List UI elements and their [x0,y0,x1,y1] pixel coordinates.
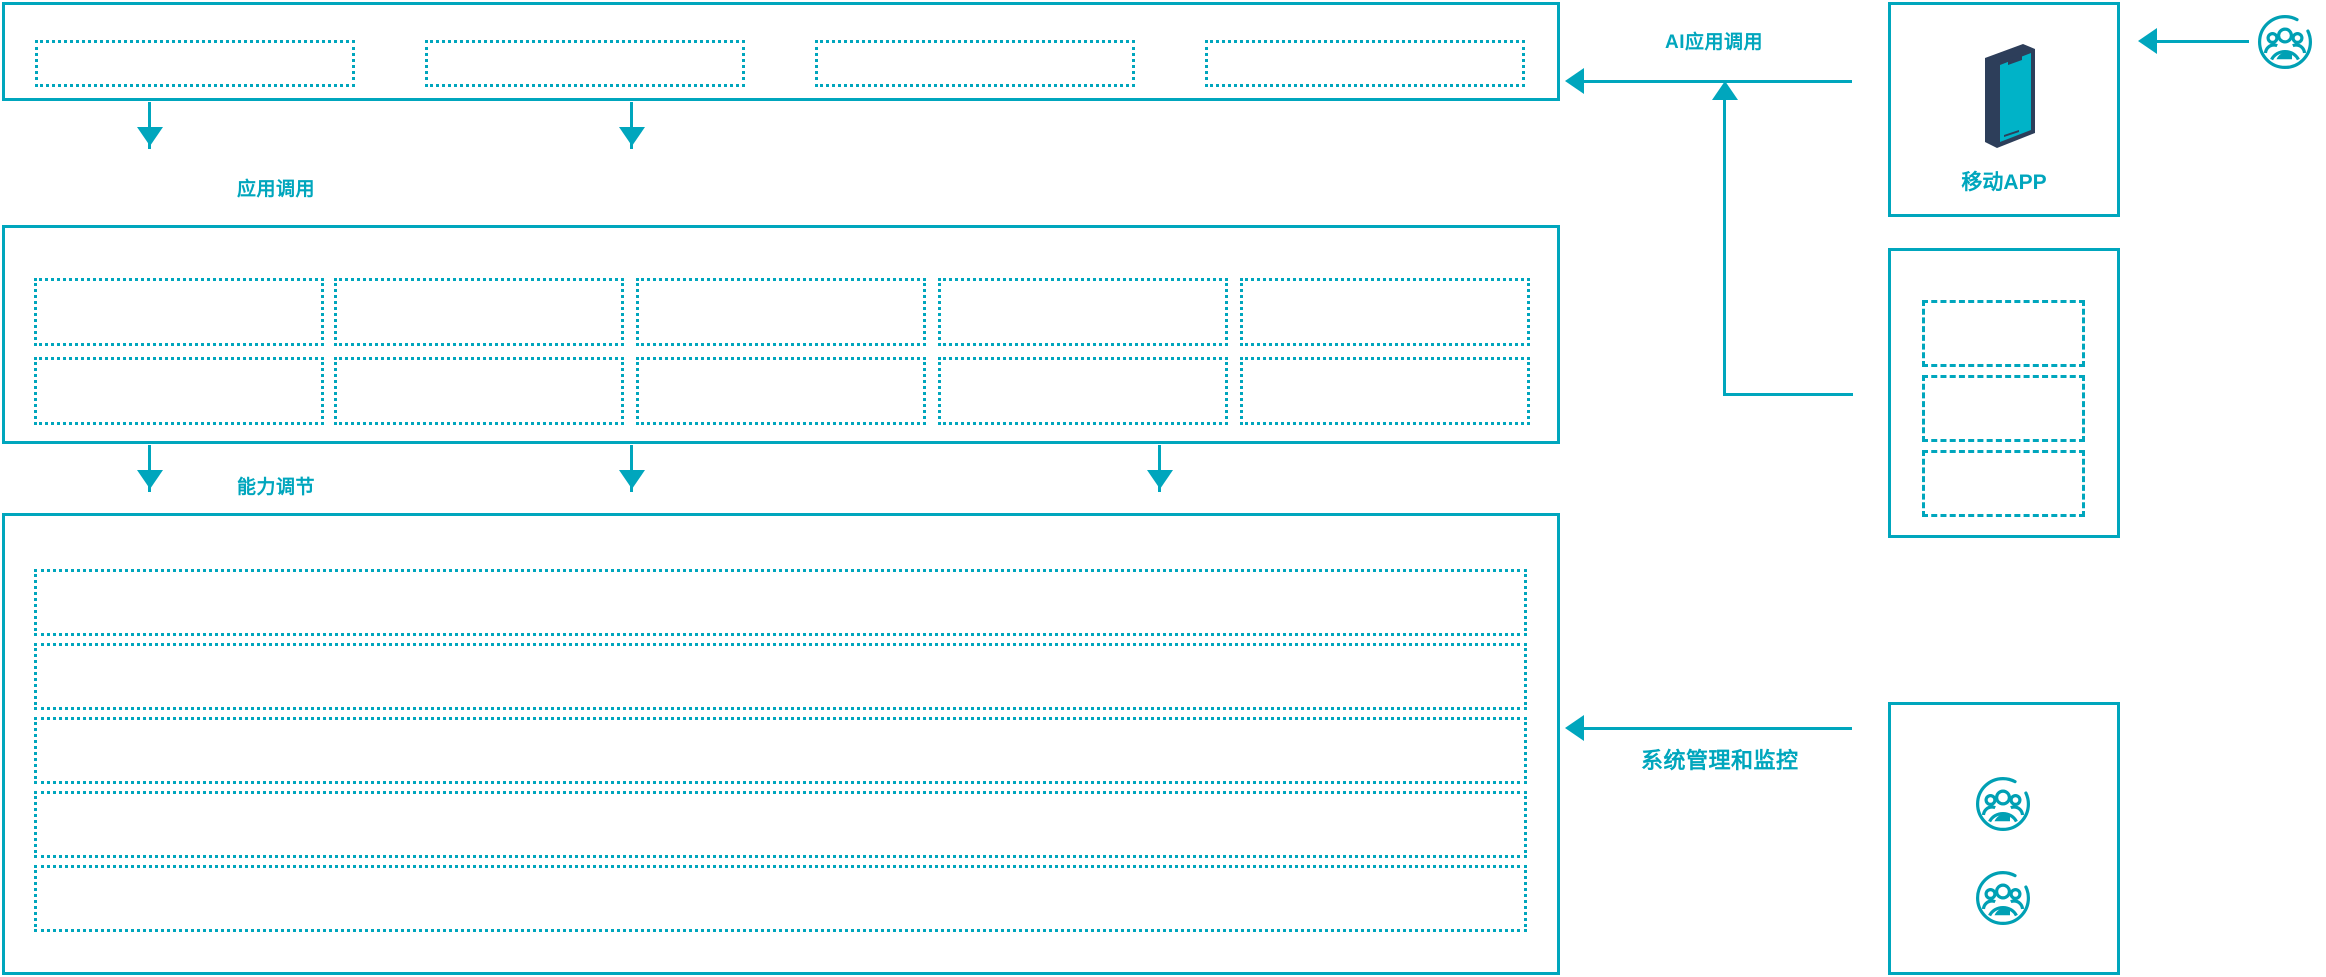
application-call-arrow-right [619,127,645,146]
capability-cell-5-2[interactable] [1240,357,1530,425]
end-user-to-app-arrow [2138,28,2157,54]
capability-tuning-label: 能力调节 [237,477,316,498]
end-user-to-app-line [2157,40,2249,43]
capability-tuning-line-3 [1158,445,1161,492]
ai-application-call-arrow [1565,68,1584,94]
platform-row-1[interactable] [34,569,1527,636]
capability-cell-3-2[interactable] [636,357,926,425]
capability-cell-1-1[interactable] [34,278,324,346]
users-group-icon-ops-1 [1976,777,2030,831]
capability-cell-1-2[interactable] [34,357,324,425]
application-block-2[interactable] [425,40,745,87]
capability-tuning-arrow-2 [619,470,645,489]
application-block-1[interactable] [35,40,355,87]
capability-cell-3-1[interactable] [636,278,926,346]
system-management-arrow [1565,715,1584,741]
application-call-label: 应用调用 [237,179,316,200]
application-call-line-left [148,102,151,149]
module-list-item-2[interactable] [1922,375,2085,442]
platform-row-4[interactable] [34,791,1527,858]
platform-layer [2,513,1560,975]
capability-tuning-line-1 [148,445,151,492]
application-call-line-right [630,102,633,149]
platform-row-5[interactable] [34,865,1527,932]
system-management-label: 系统管理和监控 [1641,748,1799,773]
application-call-arrow-left [137,127,163,146]
capability-tuning-line-2 [630,445,633,492]
mobile-phone-icon [1985,44,2035,148]
platform-row-3[interactable] [34,717,1527,784]
module-list-item-1[interactable] [1922,300,2085,367]
application-block-4[interactable] [1205,40,1525,87]
capability-cell-2-2[interactable] [334,357,624,425]
capability-cell-4-1[interactable] [938,278,1228,346]
capability-cell-4-2[interactable] [938,357,1228,425]
capability-cell-2-1[interactable] [334,278,624,346]
capability-tuning-arrow-1 [137,470,163,489]
system-management-line [1584,727,1852,730]
application-block-3[interactable] [815,40,1135,87]
module-list-panel [1888,248,2120,538]
ai-application-call-label: AI应用调用 [1665,32,1764,53]
module-list-item-3[interactable] [1922,450,2085,517]
mobile-app-caption: 移动APP [1961,171,2047,194]
ai-application-call-base [1723,393,1853,396]
users-group-icon-ops-2 [1976,871,2030,925]
platform-row-2[interactable] [34,643,1527,710]
users-group-icon-end-user [2258,15,2312,69]
operations-users-panel [1888,702,2120,975]
ai-application-call-riser [1723,100,1726,396]
capability-cell-5-1[interactable] [1240,278,1530,346]
capability-tuning-arrow-3 [1147,470,1173,489]
capability-layer [2,225,1560,444]
ai-application-call-riser-arrow [1712,81,1738,100]
